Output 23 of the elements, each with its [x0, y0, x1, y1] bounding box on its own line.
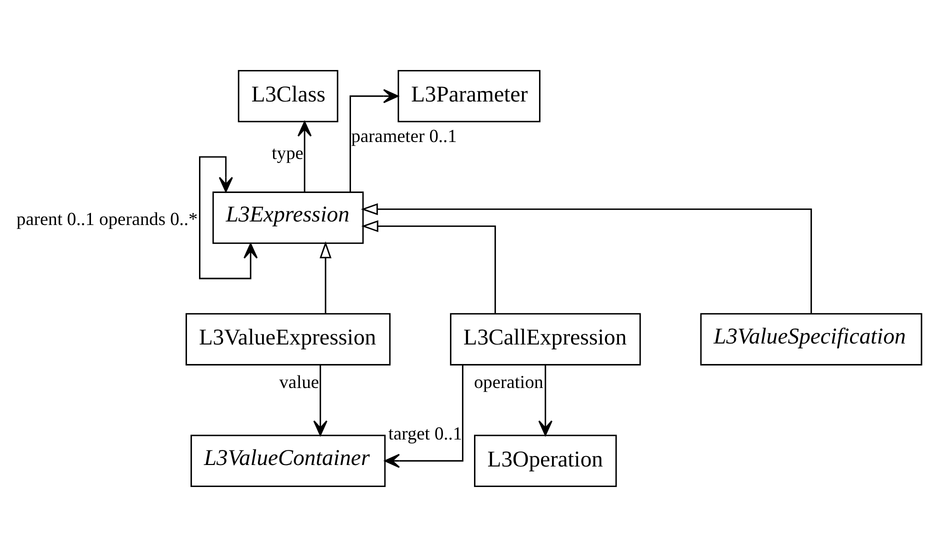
node-box: L3CallExpression: [450, 313, 641, 366]
edge-label: parent 0..1 operands 0..*: [16, 208, 198, 229]
arrow: [360, 203, 812, 314]
arrow: [350, 89, 399, 192]
node-box: L3Operation: [474, 434, 617, 488]
arrow: [361, 220, 496, 314]
edge-label: target 0..1: [388, 424, 462, 444]
node-box: L3Parameter: [398, 70, 540, 122]
edge-label: value: [279, 372, 320, 392]
arrow: [298, 121, 312, 192]
node-box: L3ValueContainer: [190, 434, 386, 488]
node-box: L3Expression: [212, 192, 364, 244]
arrow: [384, 365, 464, 468]
arrow: [538, 365, 552, 436]
node-box: L3ValueSpecification: [700, 313, 922, 366]
edge-label: operation: [474, 372, 544, 392]
arrow: [320, 241, 332, 314]
edge-label: type: [272, 142, 304, 163]
edge-label: parameter 0..1: [351, 126, 457, 146]
arrow: [313, 365, 328, 436]
arrow: [199, 156, 258, 280]
node-box: L3ValueExpression: [186, 313, 391, 366]
node-box: L3Class: [238, 70, 338, 122]
